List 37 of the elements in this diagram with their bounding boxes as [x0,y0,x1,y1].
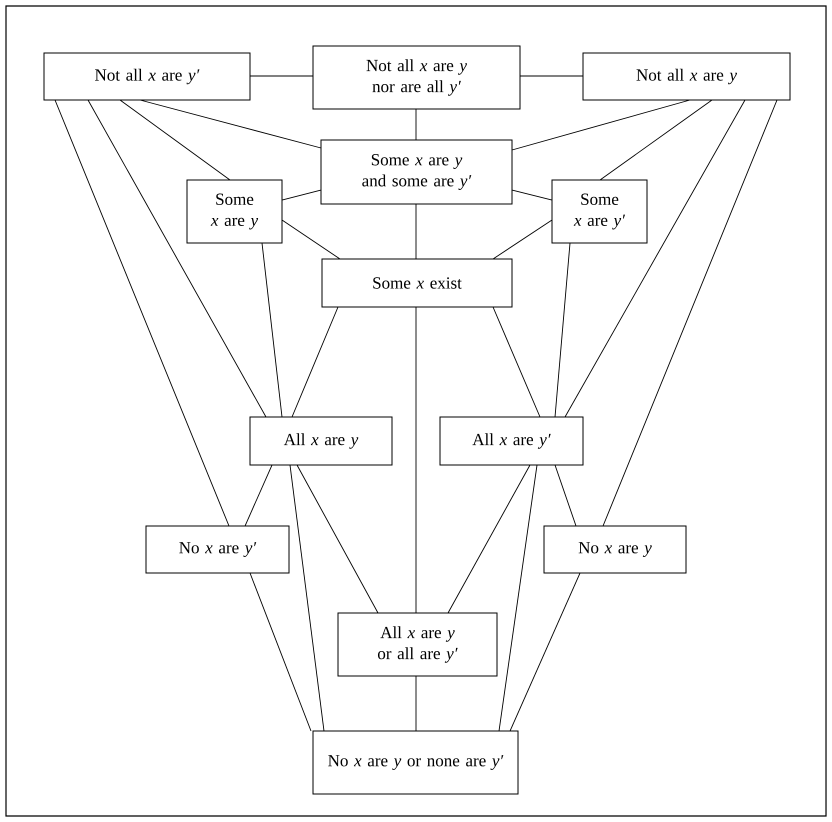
statement-box: No x are y′ [146,526,290,574]
statement-box: Not all x are y nor are all y′ [312,46,520,110]
statement-box: No x are y or none are y′ [312,730,518,794]
connector-line [250,572,312,732]
connector-line [510,572,580,732]
connector-line [448,464,530,614]
connector-line [554,242,570,418]
connector-line [600,100,712,180]
connector-line [282,190,322,200]
statement-box: Not all x are y′ [44,52,250,100]
connector-line [602,100,778,526]
statement-box: Some x exist [322,258,512,308]
connector-line [564,100,746,418]
connector-line [492,220,552,260]
statement-box: Some x are y [186,180,282,244]
statement-box: Some x are y′ [552,180,648,244]
connector-line [140,100,322,148]
connector-line [554,464,576,526]
statement-box: All x are y or all are y′ [338,612,498,676]
statement-box: Not all x are y [582,52,790,100]
connector-line [512,100,690,150]
connector-line [296,464,378,614]
connector-line [498,464,538,732]
statement-box: Some x are y and some are y′ [320,140,512,204]
statement-box: All x are y′ [440,416,584,466]
connector-line [244,464,272,526]
connector-line [120,100,230,180]
statement-box: No x are y [544,526,686,574]
connector-line [492,306,540,418]
connector-line [282,220,340,260]
connector-line [290,464,324,732]
connector-line [54,100,230,526]
connector-line [292,306,338,418]
connector-line [262,242,282,418]
connector-line [88,100,266,418]
connector-line [512,190,552,200]
statement-box: All x are y [250,416,392,466]
